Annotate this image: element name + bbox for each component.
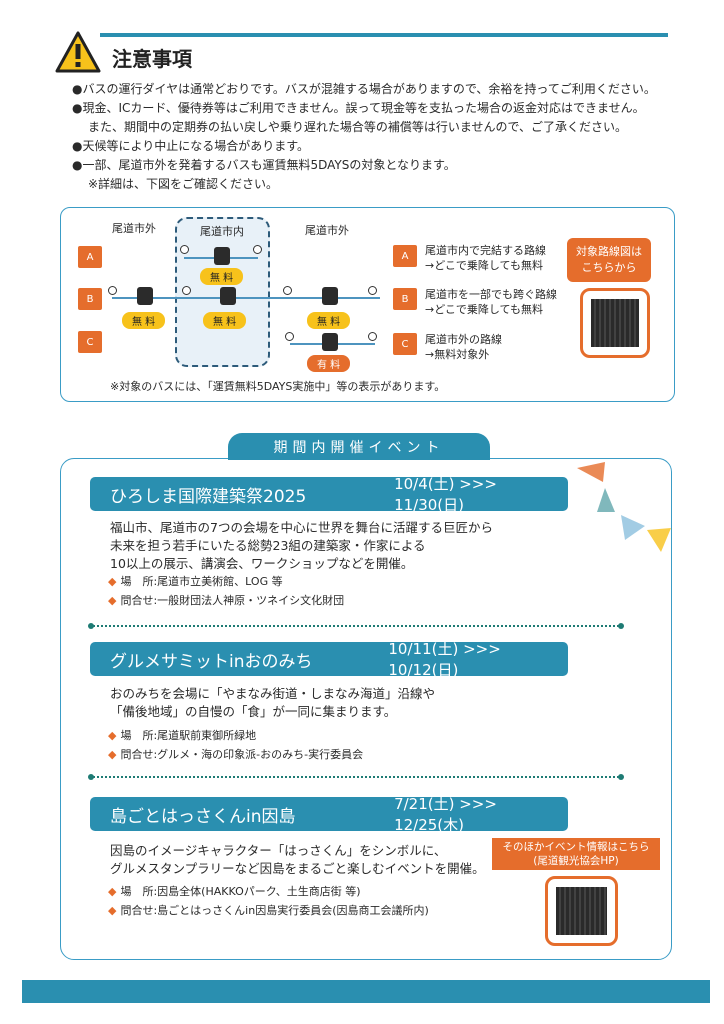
event-contact: 問合せ:グルメ・海の印象派-おのみち-実行委員会 — [120, 748, 364, 761]
route-map-link[interactable]: 対象路線図は こちらから — [567, 238, 651, 282]
route-map-qr-code[interactable] — [580, 288, 650, 358]
bus-stop-icon — [368, 286, 377, 295]
event-name: グルメサミットinおのみち — [110, 651, 313, 672]
tourism-site-qr-code[interactable] — [545, 876, 618, 946]
event-place: 場 所:因島全体(HAKKOパーク、土生商店街 等) — [120, 885, 361, 898]
bus-stop-icon — [180, 245, 189, 254]
bus-icon — [322, 287, 338, 305]
dotted-divider — [88, 623, 624, 629]
bus-stop-icon — [285, 332, 294, 341]
qr-code-icon — [556, 887, 607, 935]
event-name: ひろしま国際建築祭2025 — [110, 486, 307, 507]
route-line-b — [112, 297, 380, 299]
event-header-2: グルメサミットinおのみち 10/11(土) >>> 10/12(日) — [90, 640, 568, 679]
qr-code-icon — [591, 299, 639, 347]
event-date: 10/11(土) >>> 10/12(日) — [388, 640, 501, 679]
bus-icon — [322, 333, 338, 351]
diamond-icon: ◆ — [108, 904, 117, 917]
legend-text: →無料対象外 — [425, 348, 490, 361]
bus-stop-icon — [108, 286, 117, 295]
events-heading: 期間内開催イベント — [228, 433, 490, 460]
notice-list: ●バスの運行ダイヤは通常どおりです。バスが混雑する場合がありますので、余裕を持っ… — [72, 80, 656, 194]
bus-stop-icon — [368, 332, 377, 341]
event-header-1: ひろしま国際建築祭2025 10/4(土) >>> 11/30(日) — [90, 475, 568, 514]
legend-key-b: B — [393, 288, 417, 310]
legend-b: 尾道市を一部でも跨ぐ路線 →どこで乗降しても無料 — [425, 287, 557, 317]
warning-icon — [55, 31, 101, 73]
notice-item: ●一部、尾道市外を発着するバスも運賃無料5DAYSの対象となります。 — [72, 158, 456, 172]
event-header-3: 島ごとはっさくんin因島 7/21(土) >>> 12/25(木) — [90, 795, 568, 834]
notice-item: ●バスの運行ダイヤは通常どおりです。バスが混雑する場合がありますので、余裕を持っ… — [72, 82, 656, 96]
description-line: 因島のイメージキャラクター「はっさくん」をシンボルに、 — [110, 843, 447, 858]
event-info: ◆場 所:尾道駅前東御所緑地◆問合せ:グルメ・海の印象派-おのみち-実行委員会 — [108, 726, 363, 764]
bunting-decoration — [577, 462, 671, 552]
event-description: おのみちを会場に「やまなみ街道・しまなみ海道」沿線や「備後地域」の自慢の「食」が… — [110, 685, 435, 721]
zone-label-outside-left: 尾道市外 — [112, 222, 156, 235]
legend-text: 尾道市外の路線 — [425, 333, 502, 346]
legend-a: 尾道市内で完結する路線 →どこで乗降しても無料 — [425, 243, 546, 273]
event-description: 因島のイメージキャラクター「はっさくん」をシンボルに、グルメスタンプラリーなど因… — [110, 842, 485, 878]
route-key-a: A — [78, 246, 102, 268]
notice-item: ●天候等により中止になる場合があります。 — [72, 139, 310, 153]
event-place: 場 所:尾道市立美術館、LOG 等 — [120, 575, 283, 588]
event-date: 10/4(土) >>> 11/30(日) — [394, 475, 497, 514]
link-text: (尾道観光協会HP) — [533, 855, 619, 867]
dotted-divider — [88, 774, 624, 780]
legend-text: 尾道市を一部でも跨ぐ路線 — [425, 288, 557, 301]
bus-stop-icon — [182, 286, 191, 295]
description-line: 未来を担う若手にいたる総勢23組の建築家・作家による — [110, 538, 426, 553]
route-key-b: B — [78, 288, 102, 310]
zone-label-inside: 尾道市内 — [200, 225, 244, 238]
top-rule — [100, 33, 668, 37]
notice-title: 注意事項 — [112, 47, 192, 71]
free-badge: 無 料 — [203, 312, 247, 329]
free-badge: 無 料 — [122, 312, 166, 329]
notice-item: また、期間中の定期券の払い戻しや乗り遅れた場合等の補償等は行いませんので、ご了承… — [88, 120, 628, 134]
diamond-icon: ◆ — [108, 748, 117, 761]
event-place: 場 所:尾道駅前東御所緑地 — [120, 729, 257, 742]
description-line: グルメスタンプラリーなど因島をまるごと楽しむイベントを開催。 — [110, 861, 485, 876]
bus-stop-icon — [283, 286, 292, 295]
description-line: 10以上の展示、講演会、ワークショップなどを開催。 — [110, 556, 414, 571]
link-text: そのほかイベント情報はこちら — [502, 841, 650, 853]
legend-text: →どこで乗降しても無料 — [425, 259, 544, 272]
event-date: 7/21(土) >>> 12/25(木) — [394, 795, 497, 834]
other-events-link[interactable]: そのほかイベント情報はこちら (尾道観光協会HP) — [492, 838, 660, 870]
diamond-icon: ◆ — [108, 594, 117, 607]
diagram-note: ※対象のバスには、「運賃無料5DAYS実施中」等の表示があります。 — [110, 380, 446, 393]
route-diagram — [60, 207, 675, 402]
legend-key-a: A — [393, 245, 417, 267]
bus-stop-icon — [253, 245, 262, 254]
event-contact: 問合せ:島ごとはっさくんin因島実行委員会(因島商工会議所内) — [120, 904, 429, 917]
free-badge: 無 料 — [200, 268, 244, 285]
notice-item: ※詳細は、下図をご確認ください。 — [88, 177, 279, 191]
legend-text: →どこで乗降しても無料 — [425, 303, 544, 316]
free-badge: 無 料 — [307, 312, 351, 329]
description-line: 福山市、尾道市の7つの会場を中心に世界を舞台に活躍する巨匠から — [110, 520, 493, 535]
bus-icon — [214, 247, 230, 265]
event-info: ◆場 所:尾道市立美術館、LOG 等◆問合せ:一般財団法人神原・ツネイシ文化財団 — [108, 572, 344, 610]
paid-badge: 有 料 — [307, 355, 351, 372]
notice-item: ●現金、ICカード、優待券等はご利用できません。誤って現金等を支払った場合の返金… — [72, 101, 645, 115]
legend-c: 尾道市外の路線 →無料対象外 — [425, 332, 502, 362]
diamond-icon: ◆ — [108, 729, 117, 742]
zone-label-outside-right: 尾道市外 — [305, 224, 349, 237]
description-line: 「備後地域」の自慢の「食」が一同に集まります。 — [110, 704, 397, 719]
description-line: おのみちを会場に「やまなみ街道・しまなみ海道」沿線や — [110, 686, 436, 701]
event-info: ◆場 所:因島全体(HAKKOパーク、土生商店街 等)◆問合せ:島ごとはっさくん… — [108, 882, 429, 920]
legend-text: 尾道市内で完結する路線 — [425, 244, 546, 257]
event-contact: 問合せ:一般財団法人神原・ツネイシ文化財団 — [120, 594, 345, 607]
bus-icon — [137, 287, 153, 305]
route-key-c: C — [78, 331, 102, 353]
event-description: 福山市、尾道市の7つの会場を中心に世界を舞台に活躍する巨匠から未来を担う若手にい… — [110, 519, 493, 573]
bottom-bar — [22, 980, 710, 1003]
diamond-icon: ◆ — [108, 885, 117, 898]
event-name: 島ごとはっさくんin因島 — [110, 806, 296, 827]
diamond-icon: ◆ — [108, 575, 117, 588]
bus-icon — [220, 287, 236, 305]
legend-key-c: C — [393, 333, 417, 355]
